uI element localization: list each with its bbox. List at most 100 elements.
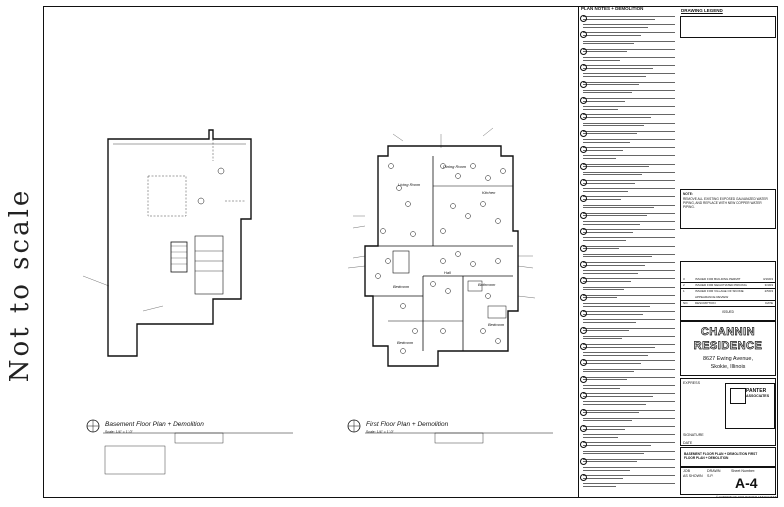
plan-note-line bbox=[580, 179, 675, 186]
plan-note-line bbox=[583, 139, 675, 143]
note-number-circle bbox=[580, 408, 587, 416]
plan-note-line bbox=[583, 237, 675, 241]
plan-note-line bbox=[583, 417, 675, 421]
plan-note-line bbox=[583, 286, 675, 290]
plan-note-line bbox=[580, 261, 675, 268]
firm-logo: PANTER ASSOCIATES bbox=[725, 383, 775, 429]
copyright: © COPYRIGHT 2003 PANTER ASSOCIATES bbox=[716, 495, 777, 499]
room-label-kitchen: Kitchen bbox=[482, 190, 496, 195]
title-block: DRAWING LEGEND NOTE: REMOVE ALL EXISTING… bbox=[678, 6, 778, 499]
note-number-circle bbox=[580, 129, 587, 137]
job-value: AS SHOWN bbox=[683, 474, 703, 478]
plan-note-line bbox=[583, 24, 675, 28]
issued-label: ISSUED bbox=[722, 310, 734, 314]
room-label-dining: Dining Room bbox=[443, 164, 467, 169]
drawn-value: S.P. bbox=[707, 474, 714, 478]
plan-note-line bbox=[583, 483, 675, 487]
plan-note-line bbox=[583, 352, 675, 356]
plan-title-markers bbox=[86, 419, 553, 475]
plan-note-line bbox=[583, 319, 675, 323]
plan-note-line bbox=[580, 441, 675, 449]
plan-note-line bbox=[580, 425, 675, 432]
room-label-bathroom: Bathroom bbox=[478, 282, 496, 287]
sheet-title: BASEMENT FLOOR PLAN + DEMOLITION FIRST F… bbox=[684, 452, 758, 460]
first-floor-plan-scale: Scale: 1/4" = 1'-0" bbox=[366, 430, 394, 434]
firm-logo-mark bbox=[730, 388, 746, 404]
plan-note-line bbox=[580, 375, 675, 383]
plan-note-line bbox=[583, 122, 675, 126]
note-number-circle bbox=[580, 64, 587, 72]
note-number-circle bbox=[580, 15, 587, 22]
plan-note-line bbox=[580, 80, 675, 88]
note-number-circle bbox=[580, 293, 587, 301]
project-name-box: CHANNIN RESIDENCE 8627 Ewing Avenue, Sko… bbox=[680, 321, 776, 376]
sheet-number-label: Sheet Number: bbox=[731, 469, 756, 473]
plan-note-line bbox=[580, 113, 675, 121]
note-number-circle bbox=[580, 211, 587, 219]
plan-note-line bbox=[580, 195, 675, 203]
note-number-circle bbox=[580, 425, 587, 432]
plan-note-line bbox=[583, 89, 675, 93]
note-number-circle bbox=[580, 310, 587, 318]
drawn-label: DRAWN bbox=[707, 469, 721, 473]
plan-note-line bbox=[583, 73, 675, 77]
note-number-circle bbox=[580, 343, 587, 350]
note-number-circle bbox=[580, 277, 587, 285]
plan-note-line bbox=[583, 467, 675, 471]
note-number-circle bbox=[580, 162, 587, 170]
plan-notes-title: PLAN NOTES + DEMOLITION bbox=[581, 6, 644, 11]
legend-box bbox=[680, 16, 776, 38]
note-number-circle bbox=[580, 474, 587, 482]
plan-note-line bbox=[583, 303, 675, 307]
note-number-circle bbox=[580, 244, 587, 252]
express-label: EXPRESS bbox=[683, 381, 700, 385]
note-number-circle bbox=[580, 261, 587, 268]
plan-note-line bbox=[580, 277, 675, 285]
plan-note-line bbox=[580, 244, 675, 252]
note-number-circle bbox=[580, 113, 587, 121]
note-number-circle bbox=[580, 359, 587, 367]
plan-note-line bbox=[580, 146, 675, 154]
plan-note-line bbox=[580, 392, 675, 400]
project-name-line2: RESIDENCE bbox=[693, 340, 763, 353]
sheet-number: A-4 bbox=[735, 475, 758, 491]
drawing-legend-title: DRAWING LEGEND bbox=[681, 8, 723, 13]
sheet-info-box: JOB AS SHOWN DRAWN S.P. Sheet Number: A-… bbox=[680, 467, 776, 495]
plan-note-line bbox=[583, 253, 675, 257]
plan-note-line bbox=[580, 457, 675, 465]
plan-note-line bbox=[583, 155, 675, 159]
firm-name: PANTER bbox=[746, 388, 767, 394]
job-label: JOB bbox=[683, 469, 690, 473]
basement-plan bbox=[82, 129, 252, 357]
plan-note-line bbox=[583, 106, 675, 110]
note-number-circle bbox=[580, 195, 587, 203]
floor-plans-drawing bbox=[82, 127, 553, 475]
plan-note-line bbox=[580, 211, 675, 219]
room-label-living: Living Room bbox=[398, 182, 421, 187]
plan-note-line bbox=[580, 228, 675, 236]
plan-note-line bbox=[580, 129, 675, 137]
note-box: NOTE: REMOVE ALL EXISTING EXPOSED GALVAN… bbox=[680, 189, 776, 229]
plan-note-line bbox=[583, 335, 675, 339]
plan-note-line bbox=[580, 408, 675, 416]
plan-note-line bbox=[583, 204, 675, 208]
plan-note-line bbox=[583, 221, 675, 225]
basement-plan-title: Basement Floor Plan + Demolition bbox=[105, 421, 204, 428]
date-label: DATE bbox=[683, 441, 693, 445]
plan-note-line bbox=[583, 450, 675, 454]
plan-note-line bbox=[580, 310, 675, 318]
plan-note-line bbox=[580, 326, 675, 334]
demolition-note-tags bbox=[375, 163, 506, 354]
plan-note-line bbox=[583, 40, 675, 44]
project-name-line1: CHANNIN bbox=[700, 326, 756, 339]
note-number-circle bbox=[580, 228, 587, 236]
note-heading: NOTE: bbox=[683, 192, 693, 196]
plan-note-line bbox=[580, 15, 675, 22]
room-label-bedroom-c: Bedroom bbox=[397, 340, 414, 345]
